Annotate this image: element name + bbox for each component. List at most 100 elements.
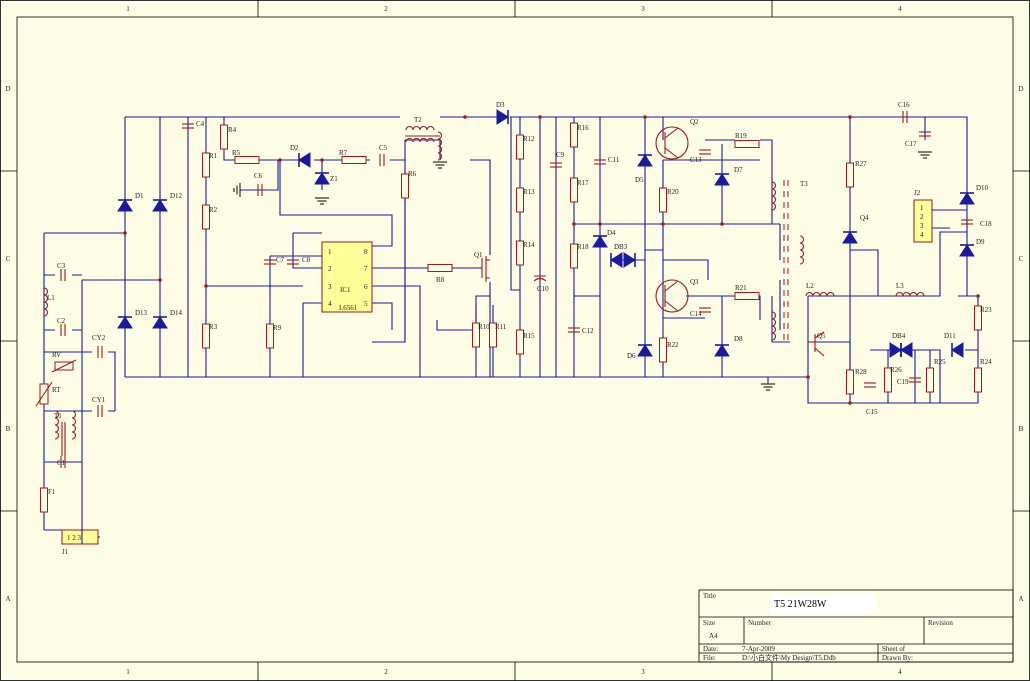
svg-text:D6: D6 [627, 352, 636, 360]
svg-text:R18: R18 [577, 243, 589, 251]
column-label-1: 1 [126, 5, 130, 13]
svg-text:F1: F1 [48, 488, 56, 496]
svg-text:C6: C6 [254, 172, 263, 180]
sheet-label: Sheet of [882, 645, 906, 653]
row-label-a-right: A [1018, 595, 1023, 603]
resistor-r19: R19 [734, 132, 760, 148]
column-label-4-bottom: 4 [898, 668, 902, 676]
capacitor-c13: C13 [690, 149, 712, 164]
date-label: Date: [703, 645, 718, 653]
column-label-4: 4 [898, 5, 902, 13]
wiring [43, 116, 979, 530]
svg-text:R8: R8 [436, 276, 445, 284]
row-label-b-right: B [1019, 425, 1024, 433]
svg-text:2: 2 [920, 213, 924, 221]
svg-text:Q1: Q1 [474, 251, 483, 259]
resistor-r23: R23 [974, 305, 992, 331]
capacitor-c3: C3 [57, 262, 66, 282]
svg-text:7: 7 [364, 265, 368, 273]
resistor-r14: R14 [516, 240, 535, 266]
capacitor-c15: C15 [863, 382, 878, 416]
svg-text:C11: C11 [608, 156, 620, 164]
resistor-r22: R22 [659, 337, 679, 363]
resistor-r15: R15 [516, 329, 535, 355]
svg-text:R11: R11 [495, 323, 507, 331]
svg-text:R14: R14 [523, 241, 535, 249]
resistor-r25: R25 [926, 358, 946, 393]
capacitor-c6: C6 [254, 172, 263, 197]
svg-text:CY2: CY2 [92, 334, 106, 342]
svg-text:C4: C4 [196, 120, 205, 128]
svg-text:R28: R28 [855, 368, 867, 376]
row-label-b: B [6, 425, 11, 433]
resistor-r27: R27 [846, 160, 867, 188]
svg-text:C16: C16 [898, 101, 910, 109]
resistor-r2: R2 [202, 204, 218, 230]
diac-db4: DB4 [889, 332, 913, 358]
svg-text:R10: R10 [478, 323, 490, 331]
file-label: File: [703, 654, 716, 662]
transformer-t3: T3 [771, 180, 808, 345]
size-value: A4 [709, 632, 718, 640]
resistor-r12: R12 [516, 134, 535, 160]
capacitor-c2: C2 [57, 317, 66, 337]
svg-text:RV: RV [52, 351, 61, 359]
capacitor-c10: C10 [533, 275, 549, 293]
svg-text:R4: R4 [228, 126, 237, 134]
svg-text:R1: R1 [209, 152, 218, 160]
svg-text:R16: R16 [577, 124, 589, 132]
svg-text:R24: R24 [980, 358, 992, 366]
transistor-q3: Q3 [655, 278, 699, 313]
revision-label: Revision [928, 619, 953, 627]
fuse-f1: F1 [40, 487, 56, 513]
svg-text:2: 2 [328, 265, 332, 273]
date-value: 7-Apr-2009 [742, 645, 775, 653]
mosfet-q1: Q1 [474, 251, 490, 282]
connector-j1[interactable]: 1 2 3J1 [61, 529, 99, 556]
svg-text:R7: R7 [339, 149, 348, 157]
svg-text:R26: R26 [890, 366, 902, 374]
row-label-c-right: C [1019, 255, 1024, 263]
diode-d3: D3 [496, 101, 509, 125]
drawing-title: T5 21W28W [774, 599, 827, 610]
inductor-l3: L3 [895, 282, 925, 297]
capacitor-cy2: CY2 [92, 334, 106, 359]
svg-text:D14: D14 [170, 309, 183, 317]
svg-text:D5: D5 [635, 176, 644, 184]
column-label-3-bottom: 3 [641, 668, 645, 676]
diode-d6: D6 [627, 344, 653, 360]
svg-text:C1: C1 [57, 459, 66, 467]
resistor-r17: R17 [570, 177, 589, 203]
svg-text:D12: D12 [170, 192, 183, 200]
capacitor-c9: C9 [549, 151, 565, 168]
capacitor-c12: C12 [567, 327, 594, 335]
svg-text:R21: R21 [735, 284, 747, 292]
transistor-q2: Q2 [655, 118, 699, 160]
resistor-r4: R4 [220, 124, 237, 150]
svg-text:DB3: DB3 [614, 243, 628, 251]
resistor-r13: R13 [516, 187, 535, 213]
resistor-r18: R18 [570, 243, 589, 269]
resistor-r11: R11 [489, 322, 507, 348]
svg-text:T1: T1 [54, 412, 62, 420]
column-label-3: 3 [641, 5, 645, 13]
svg-text:D3: D3 [496, 101, 505, 109]
resistor-r26: R26 [884, 366, 902, 393]
capacitor-c11: C11 [593, 156, 620, 165]
resistor-r6: R6 [401, 170, 417, 199]
diac-db3: DB3 [610, 243, 636, 268]
capacitor-c16: C16 [898, 101, 910, 124]
svg-text:D7: D7 [734, 166, 743, 174]
file-value: D:\小白文件\My Design\T5.Ddb [742, 653, 836, 662]
svg-text:J1: J1 [62, 548, 69, 556]
capacitor-c8: C8 [286, 256, 311, 265]
transistor-q5: Q5 [808, 331, 826, 357]
svg-text:D10: D10 [976, 184, 989, 192]
diode-d1: D1 [117, 192, 144, 212]
capacitor-c5: C5 [379, 144, 388, 167]
svg-text:Q5: Q5 [817, 332, 826, 340]
svg-text:Q4: Q4 [860, 214, 869, 222]
